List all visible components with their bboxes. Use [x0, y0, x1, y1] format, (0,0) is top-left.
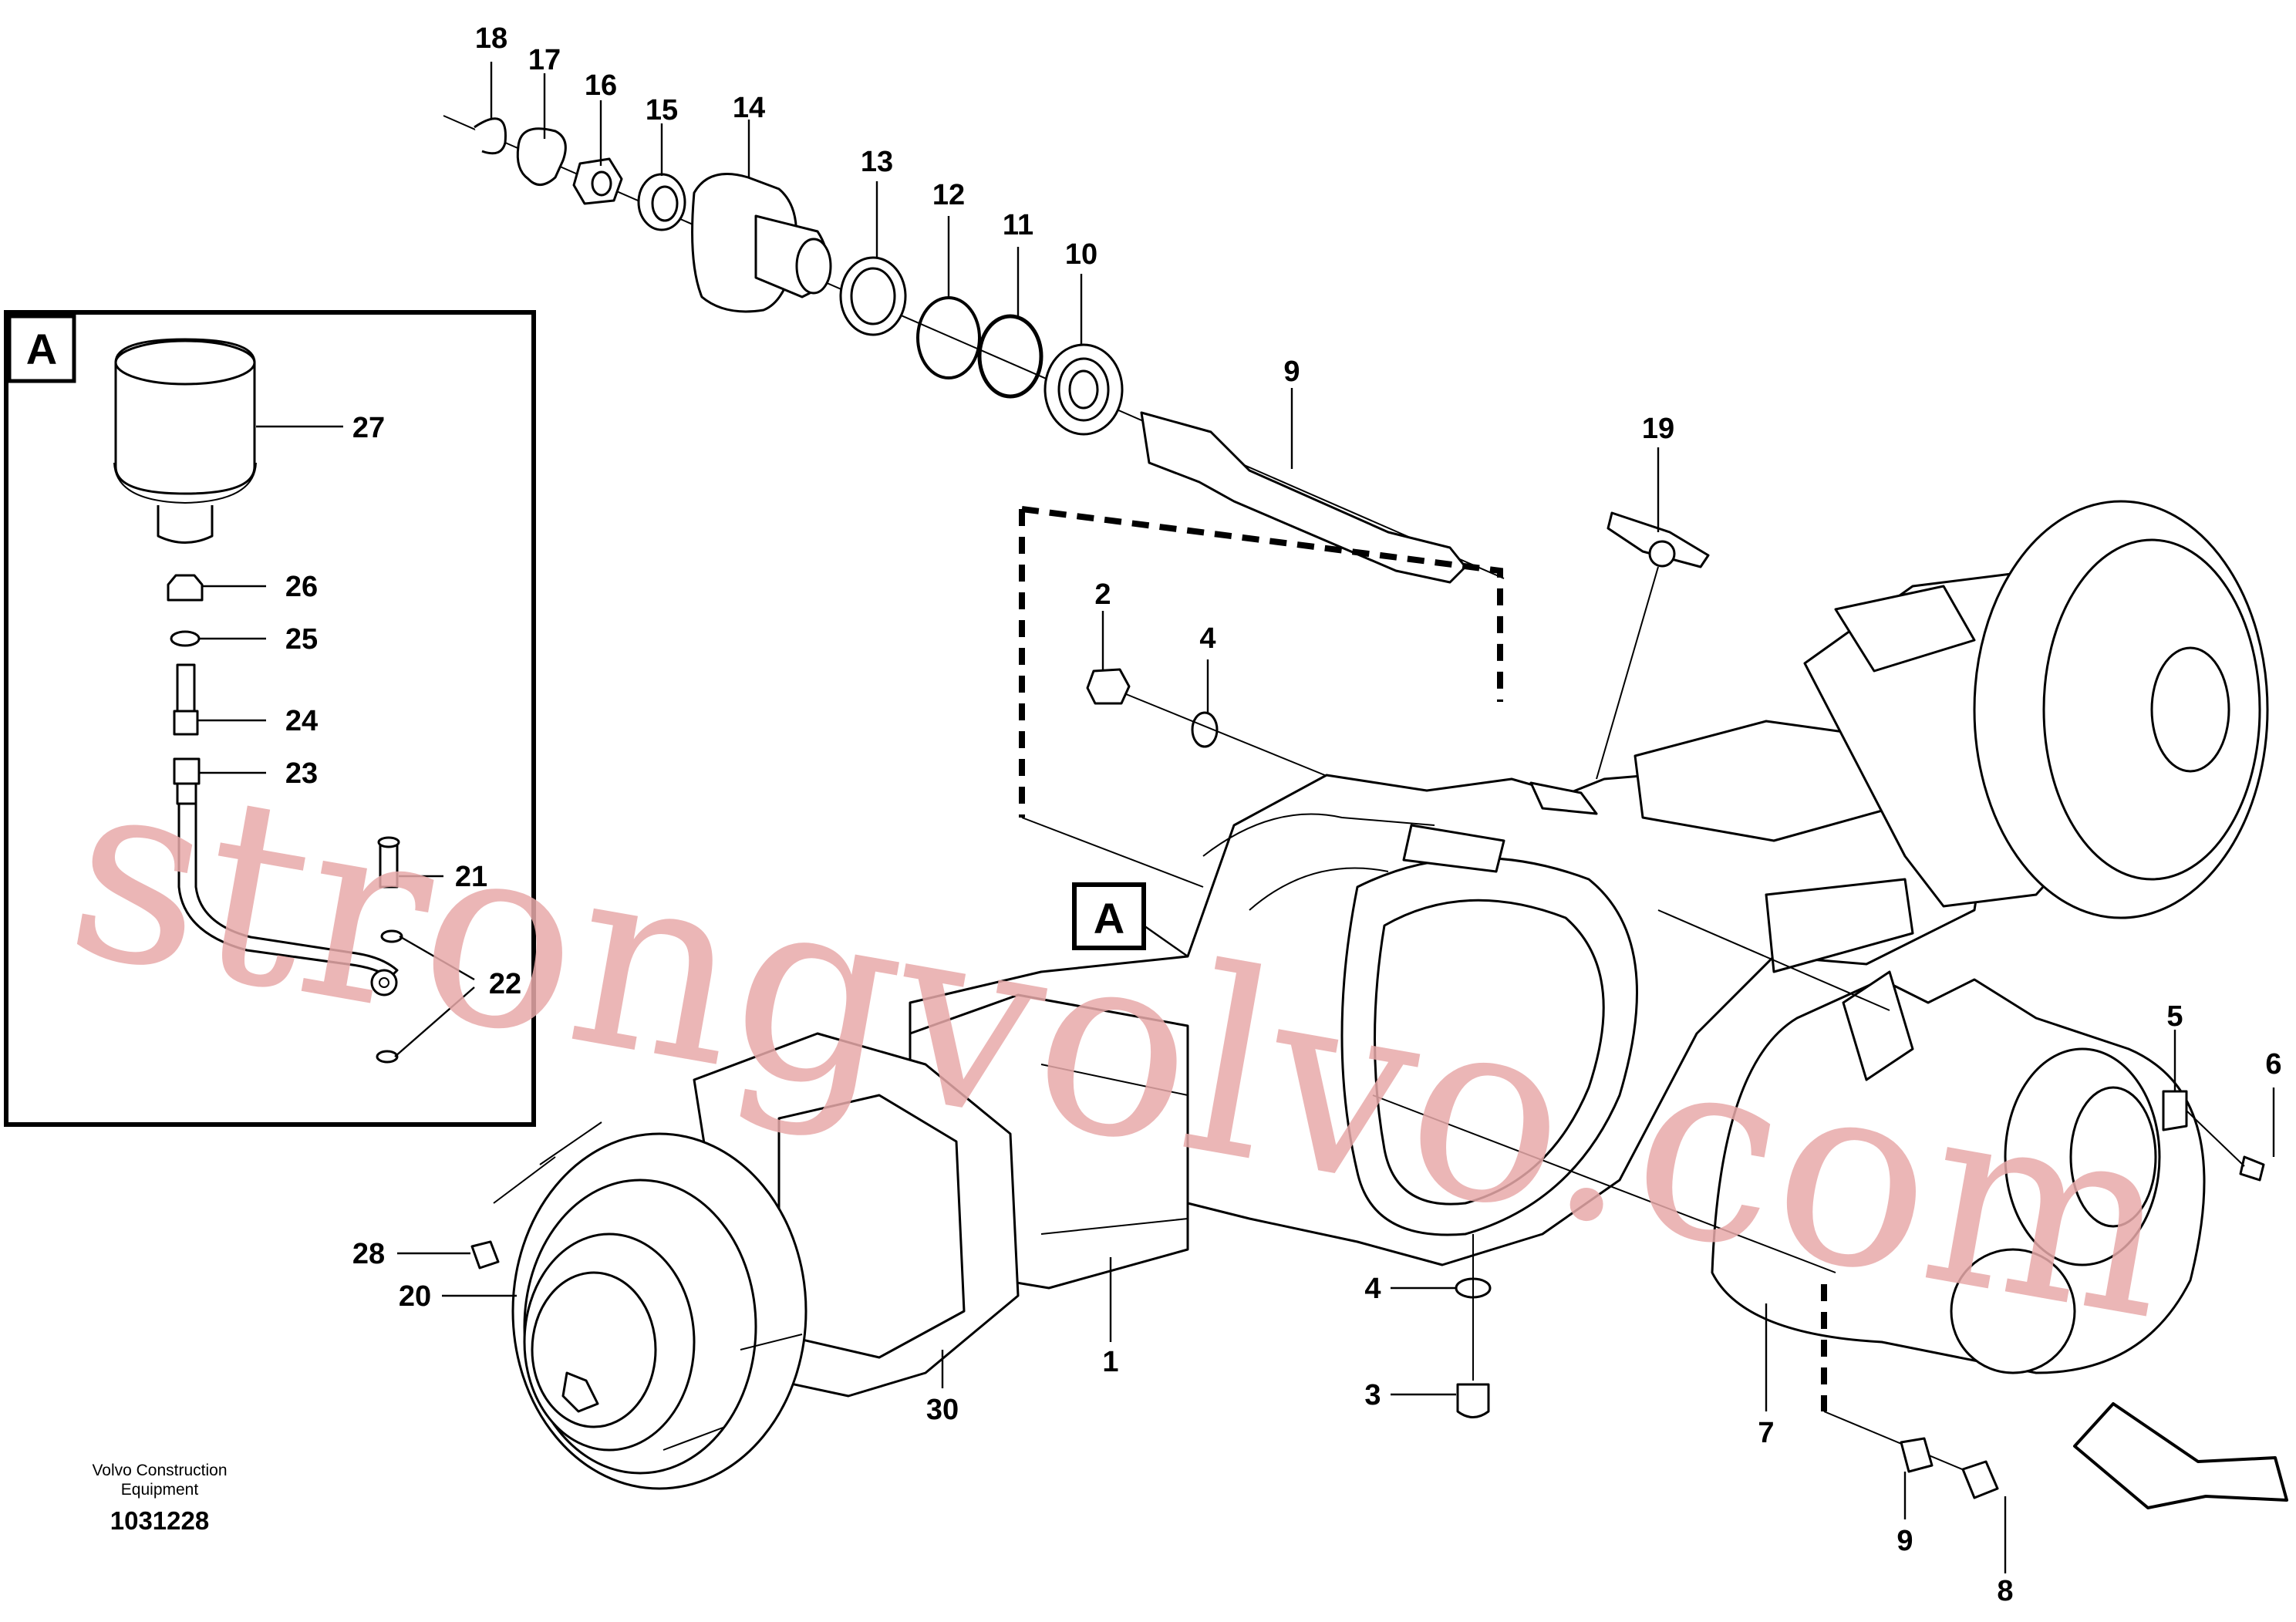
- footer-brand-line1: Volvo Construction: [92, 1462, 227, 1479]
- callout-10: 9: [1283, 356, 1300, 388]
- view-marker-label: A: [1094, 894, 1124, 943]
- callout-25: 24: [285, 705, 318, 737]
- document-number: 1031228: [110, 1506, 209, 1535]
- breather-hose: [177, 802, 399, 996]
- callout-4-lower: 4: [1364, 1273, 1381, 1305]
- bleeder-nipple: [470, 1240, 500, 1270]
- callout-24: 23: [285, 757, 318, 790]
- callout-leaders: [397, 62, 2275, 1573]
- callout-6: 6: [2265, 1048, 2281, 1081]
- bracket-bolt-right: [2162, 1090, 2265, 1182]
- callout-17: 16: [585, 69, 617, 102]
- callout-21: 20: [399, 1280, 431, 1313]
- callout-18: 17: [528, 44, 561, 76]
- callout-12: 11: [1003, 209, 1033, 241]
- plug-and-washer-lower: [1455, 1234, 1492, 1418]
- callout-14: 13: [861, 146, 893, 178]
- differential-carrier: [1372, 909, 2206, 1374]
- inset-leaders: [197, 425, 475, 1057]
- right-hub: [1803, 500, 2269, 919]
- direction-arrow: [2073, 1402, 2288, 1509]
- callout-numbers: 18 17 16 15 14 13 12 11 10 9 19 2 4 5 6 …: [285, 22, 2282, 1607]
- breather-cap: [113, 338, 257, 544]
- callout-7: 7: [1758, 1417, 1774, 1449]
- callout-13: 12: [932, 179, 965, 211]
- callout-4-upper: 4: [1199, 622, 1215, 655]
- callout-27: 26: [285, 571, 318, 603]
- callout-19: 18: [475, 22, 507, 55]
- callout-29: 28: [352, 1238, 385, 1270]
- inset-a-label: A: [26, 325, 57, 373]
- callout-11: 10: [1065, 238, 1097, 271]
- callout-16: 15: [646, 94, 678, 126]
- breather-fittings: [167, 574, 204, 805]
- inset-a-box: A: [4, 310, 536, 1127]
- callout-23: 22: [489, 968, 521, 1000]
- callout-5: 5: [2166, 1000, 2183, 1033]
- callout-3: 3: [1364, 1379, 1381, 1411]
- bolt-and-sleeve: [1821, 1284, 1999, 1499]
- plug-and-washer-upper: [1086, 668, 1335, 780]
- callout-8: 8: [1997, 1575, 2013, 1607]
- callout-9: 9: [1896, 1525, 1913, 1557]
- callout-2: 2: [1094, 578, 1111, 611]
- view-marker-a: A: [1072, 882, 1188, 957]
- callout-22: 21: [455, 861, 487, 893]
- callout-20: 19: [1642, 413, 1674, 445]
- callout-30: 30: [926, 1394, 959, 1426]
- breather-plate: [1596, 511, 1710, 780]
- callout-15: 14: [733, 92, 765, 124]
- callout-26: 25: [285, 623, 318, 656]
- left-hub-studs: [493, 1121, 803, 1451]
- footer: Volvo Construction Equipment 1031228: [92, 1462, 227, 1535]
- callout-1: 1: [1102, 1346, 1118, 1378]
- dashed-assembly-bracket: [1019, 506, 1503, 888]
- footer-brand-line2: Equipment: [121, 1481, 199, 1499]
- axle-housing: [909, 677, 2007, 1290]
- left-hub: [493, 1032, 1020, 1490]
- callout-28: 27: [352, 412, 385, 444]
- pinion-exploded-parts: [443, 115, 1505, 584]
- banjo-bolt: [376, 836, 403, 1064]
